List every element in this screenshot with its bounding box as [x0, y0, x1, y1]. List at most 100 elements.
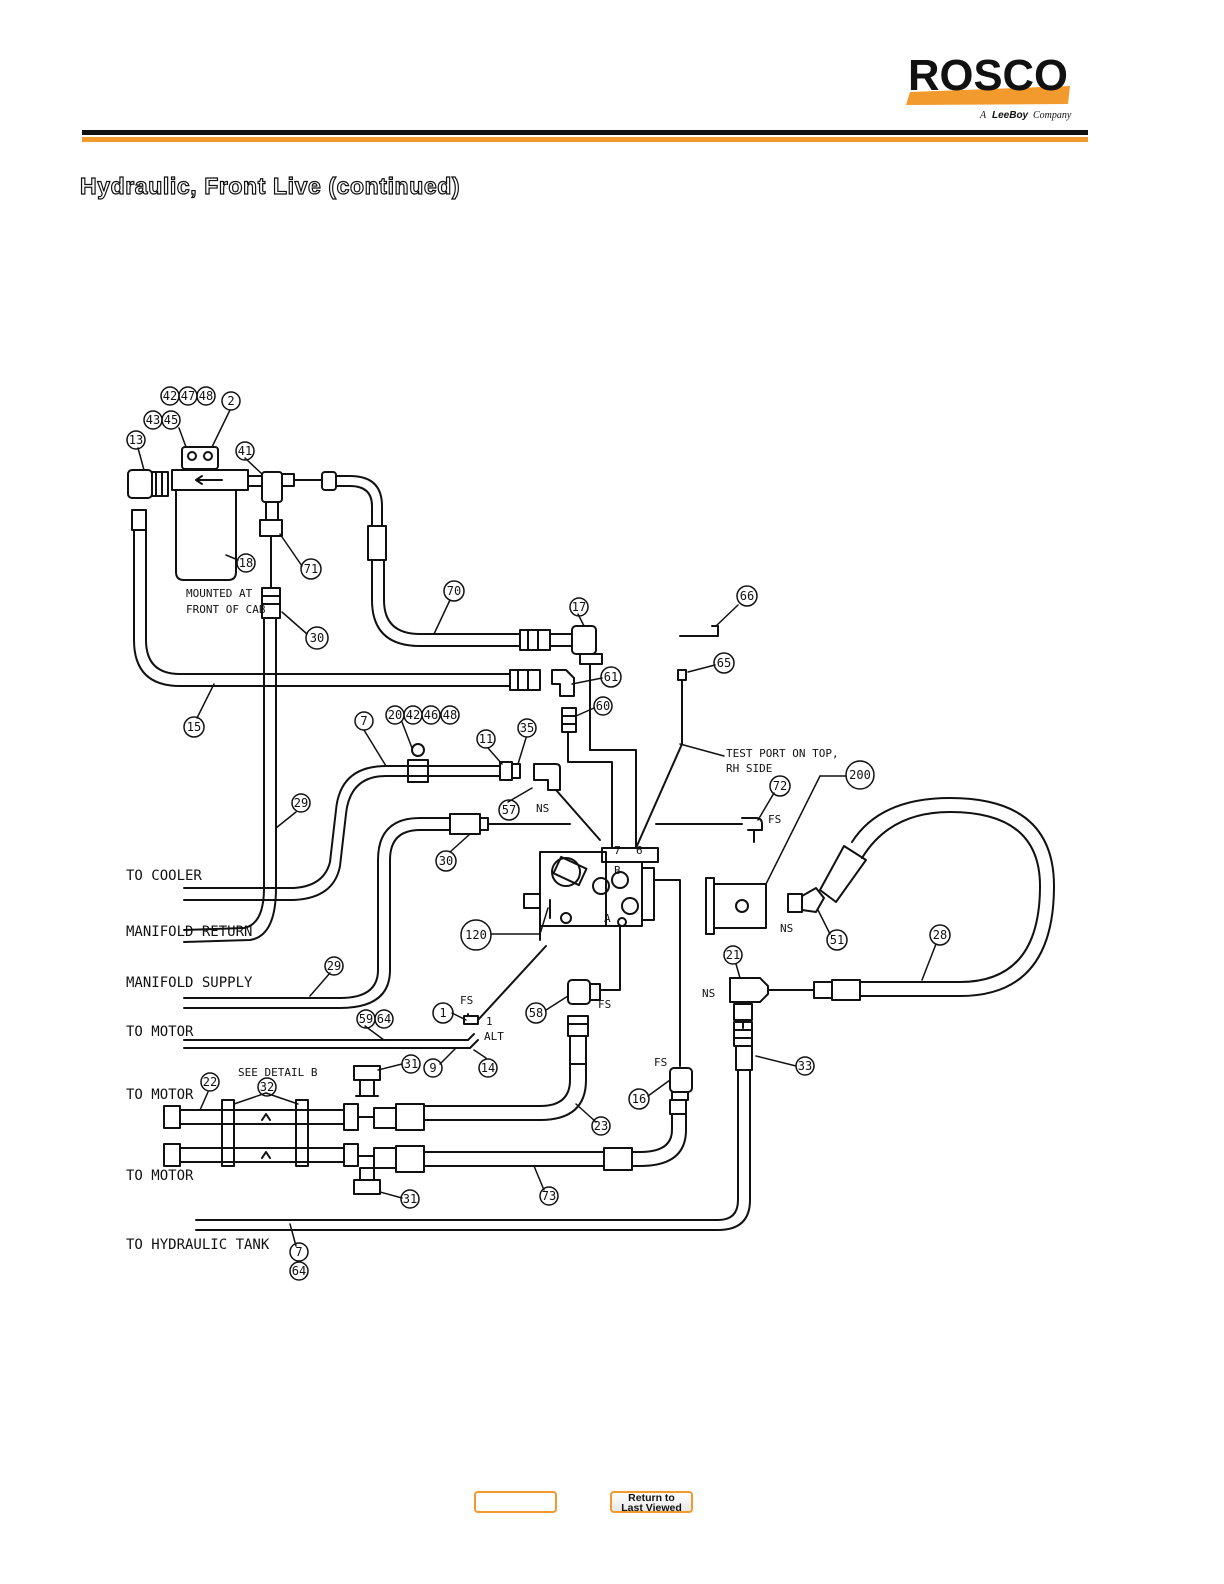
- fitting-70-end: [321, 471, 337, 491]
- hose-15-end: [509, 669, 541, 691]
- callout-64-b: 64: [289, 1261, 309, 1281]
- hose-23-assembly: [373, 979, 601, 1131]
- callout-18: 18: [236, 553, 256, 573]
- svg-text:64: 64: [377, 1012, 391, 1026]
- svg-text:51: 51: [830, 933, 844, 947]
- label-to-motor-2: TO MOTOR: [126, 1087, 194, 1103]
- svg-text:35: 35: [520, 721, 534, 735]
- hose-30-ferrule: [449, 813, 481, 835]
- svg-text:45: 45: [164, 413, 178, 427]
- page-title: Hydraulic, Front Live (continued): [79, 172, 461, 199]
- svg-text:13: 13: [129, 433, 143, 447]
- callout-41: 41: [235, 441, 255, 461]
- svg-text:61: 61: [604, 670, 618, 684]
- fitting-57: [533, 763, 561, 791]
- svg-text:1: 1: [439, 1006, 446, 1020]
- return-to-last-viewed-button[interactable]: Return to Last Viewed: [610, 1491, 693, 1513]
- bolt-icon: [187, 451, 197, 461]
- svg-text:23: 23: [594, 1119, 608, 1133]
- callout-70: 70: [443, 580, 465, 602]
- svg-text:31: 31: [403, 1192, 417, 1206]
- callout-29: 29: [291, 793, 311, 813]
- label-ns-21: NS: [702, 987, 715, 1000]
- svg-text:70: 70: [447, 584, 461, 598]
- svg-text:32: 32: [260, 1080, 274, 1094]
- label-to-hydraulic-tank: TO HYDRAULIC TANK: [126, 1237, 270, 1253]
- svg-text:200: 200: [849, 768, 871, 782]
- callout-14: 14: [478, 1058, 498, 1078]
- hose-73-assembly: [373, 1067, 693, 1173]
- callout-59: 59: [356, 1009, 376, 1029]
- callout-33: 33: [795, 1056, 815, 1076]
- callout-73: 73: [539, 1186, 559, 1206]
- elbow-61: [551, 669, 575, 697]
- block-200: [713, 883, 767, 929]
- callout-9: 9: [423, 1058, 443, 1078]
- svg-text:14: 14: [481, 1061, 495, 1075]
- label-alt: ALT: [484, 1030, 504, 1043]
- clamp-32-left: [221, 1099, 235, 1167]
- callout-47: 47: [178, 386, 198, 406]
- callout-48-b: 48: [440, 705, 460, 725]
- clamp-20: [407, 759, 429, 783]
- callout-120: 120: [460, 919, 492, 951]
- label-mounted-at: MOUNTED AT: [186, 587, 253, 600]
- hose-30-supply: [183, 813, 743, 1009]
- label-fs-72: FS: [768, 813, 781, 826]
- callout-57: 57: [498, 799, 520, 821]
- svg-text:71: 71: [304, 562, 318, 576]
- svg-text:17: 17: [572, 600, 586, 614]
- svg-text:29: 29: [327, 959, 341, 973]
- clamp-32-right: [295, 1099, 309, 1167]
- svg-text:59: 59: [359, 1012, 373, 1026]
- svg-text:64: 64: [292, 1264, 306, 1278]
- svg-text:30: 30: [310, 631, 324, 645]
- svg-text:29: 29: [294, 796, 308, 810]
- callout-60: 60: [593, 696, 613, 716]
- label-port-b: B: [614, 864, 621, 877]
- svg-text:42: 42: [406, 708, 420, 722]
- hose-28: [851, 797, 1055, 997]
- hose-70-end-fitting: [519, 629, 551, 651]
- callout-35: 35: [517, 718, 537, 738]
- svg-text:15: 15: [187, 720, 201, 734]
- tee-21: [195, 977, 769, 1231]
- callout-42-b: 42: [403, 705, 423, 725]
- svg-text:66: 66: [740, 589, 754, 603]
- svg-text:58: 58: [529, 1006, 543, 1020]
- manifold-return-line: [183, 887, 277, 943]
- svg-text:60: 60: [596, 699, 610, 713]
- fitting-13: [127, 469, 153, 499]
- callout-31-b: 31: [400, 1189, 420, 1209]
- svg-text:22: 22: [203, 1075, 217, 1089]
- callout-11: 11: [476, 729, 496, 749]
- svg-text:11: 11: [479, 732, 493, 746]
- filter-assembly: [127, 446, 637, 889]
- label-port-a: A: [604, 912, 611, 925]
- callout-2: 2: [221, 391, 241, 411]
- fitting-17: [571, 625, 597, 655]
- callout-17: 17: [569, 597, 589, 617]
- hydraulic-diagram: MOUNTED AT FRONT OF CAB TO COOLER MANIFO…: [0, 370, 1224, 1300]
- hose-70-ferrule: [367, 525, 387, 561]
- callout-45: 45: [161, 410, 181, 430]
- logo-orange-swoosh: [906, 86, 1070, 105]
- logo-tagline-post: Company: [1033, 110, 1072, 121]
- svg-text:120: 120: [465, 928, 487, 942]
- svg-text:57: 57: [502, 803, 516, 817]
- callout-51: 51: [826, 929, 848, 951]
- blank-nav-button[interactable]: [474, 1491, 557, 1513]
- header-rule-orange: [82, 137, 1088, 142]
- hose-73-bend: [631, 1113, 673, 1153]
- fitting-31-top: [353, 1065, 381, 1081]
- svg-text:30: 30: [439, 854, 453, 868]
- svg-text:31: 31: [404, 1057, 418, 1071]
- svg-text:21: 21: [726, 948, 740, 962]
- callout-1: 1: [432, 1002, 454, 1024]
- svg-text:43: 43: [146, 413, 160, 427]
- callout-48: 48: [196, 386, 216, 406]
- callout-30: 30: [305, 626, 329, 650]
- callout-23: 23: [591, 1116, 611, 1136]
- hose-33: [195, 1069, 739, 1221]
- fitting-60: [561, 707, 577, 733]
